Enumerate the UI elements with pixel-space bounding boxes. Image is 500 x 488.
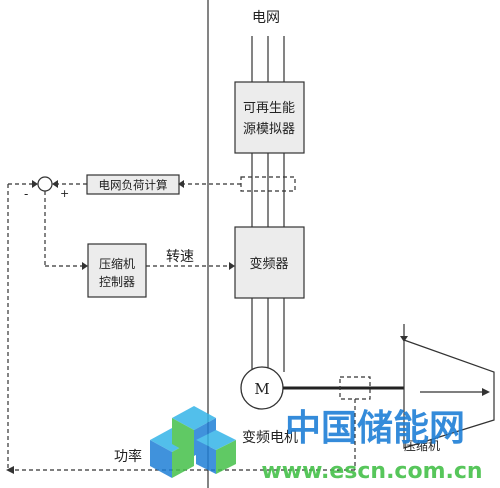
vfd-box <box>234 226 305 299</box>
compressor-controller-box <box>87 243 147 298</box>
vf-motor-label: 变频电机 <box>242 430 298 446</box>
minus-sign: - <box>24 187 28 201</box>
compressor-controller-label-1: 压缩机 <box>99 256 135 271</box>
watermark-logo-icon <box>150 406 236 478</box>
renewable-simulator-label-2: 源模拟器 <box>243 122 295 137</box>
renewable-simulator-box <box>234 81 305 154</box>
watermark-url: www.escn.com.cn <box>261 459 482 484</box>
renewable-simulator-label-1: 可再生能 <box>243 101 295 116</box>
summing-junction <box>37 176 53 192</box>
grid-load-calc-label: 电网负荷计算 <box>99 178 168 192</box>
motor-letter: M <box>254 380 269 398</box>
compressor-shape <box>400 324 495 449</box>
plus-sign: + <box>60 187 69 200</box>
power-label: 功率 <box>114 448 142 465</box>
grid-label: 电网 <box>252 10 280 26</box>
vfd-label: 变频器 <box>249 256 288 272</box>
speed-label: 转速 <box>166 249 194 265</box>
compressor-label: 压缩机 <box>404 438 440 453</box>
compressor-controller-label-2: 控制器 <box>99 275 135 289</box>
watermark-title: 中国储能网 <box>285 408 465 449</box>
